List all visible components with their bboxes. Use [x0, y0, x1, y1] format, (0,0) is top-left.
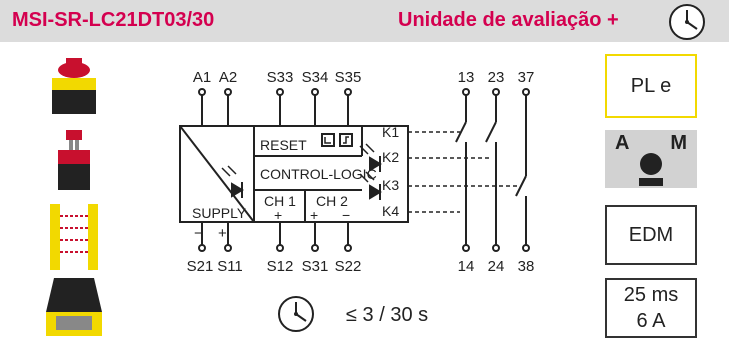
terminal-s35: S35 — [335, 69, 362, 86]
emergency-stop-icon — [52, 58, 96, 114]
safety-mat-icon — [46, 278, 102, 336]
current-rating: 6 A — [636, 310, 666, 332]
model-number: MSI-SR-LC21DT03/30 — [12, 9, 215, 31]
mode-m: M — [670, 132, 687, 154]
clock-icon — [669, 4, 705, 40]
ch2-label: CH 2 — [316, 193, 348, 209]
terminal-a2: A2 — [219, 69, 237, 86]
relay-k4: K4 — [382, 203, 399, 219]
rating-badge: 25 ms 6 A — [605, 278, 697, 338]
terminal-s33: S33 — [267, 69, 294, 86]
pl-badge: PL e — [605, 54, 697, 118]
terminal-s11: S11 — [217, 258, 243, 275]
terminal-s12: S12 — [267, 258, 294, 275]
contact-13: 13 — [458, 69, 475, 86]
supply-label: SUPPLY — [192, 205, 247, 221]
mode-a: A — [615, 132, 630, 154]
terminal-s34: S34 — [302, 69, 329, 86]
terminal-s21: S21 — [187, 258, 214, 275]
polarity-plus: + — [218, 225, 227, 242]
contact-37: 37 — [518, 69, 535, 86]
terminal-s22: S22 — [335, 258, 362, 275]
mode-badge: A M — [605, 130, 697, 188]
ch1-label: CH 1 — [264, 193, 296, 209]
relay-k3: K3 — [382, 177, 399, 193]
contact-38: 38 — [518, 258, 535, 275]
light-curtain-icon — [50, 204, 98, 270]
header-title: Unidade de avaliação + — [398, 9, 619, 31]
ch2-minus: − — [342, 207, 350, 223]
clock-icon — [278, 296, 314, 332]
knob-icon — [639, 153, 663, 186]
relay-k2: K2 — [382, 149, 399, 165]
terminal-s31: S31 — [302, 258, 329, 275]
edm-badge: EDM — [605, 205, 697, 265]
header-bar: MSI-SR-LC21DT03/30 Unidade de avaliação … — [0, 0, 729, 42]
diode-icon — [231, 156, 382, 200]
safety-switch-icon — [58, 130, 90, 190]
polarity-minus: − — [194, 225, 203, 242]
reset-label: RESET — [260, 137, 307, 153]
timing-label: ≤ 3 / 30 s — [346, 304, 429, 326]
contact-24: 24 — [488, 258, 505, 275]
relay-k1: K1 — [382, 124, 399, 140]
ch1-plus: + — [274, 207, 282, 223]
ch2-plus: + — [310, 207, 318, 223]
contact-23: 23 — [488, 69, 505, 86]
terminal-a1: A1 — [193, 69, 211, 86]
circuit-diagram: A1 A2 S33 S34 S35 13 23 37 — [179, 69, 535, 275]
response-time: 25 ms — [623, 284, 679, 306]
contact-14: 14 — [458, 258, 475, 275]
logic-label: CONTROL-LOGIC — [260, 166, 377, 182]
